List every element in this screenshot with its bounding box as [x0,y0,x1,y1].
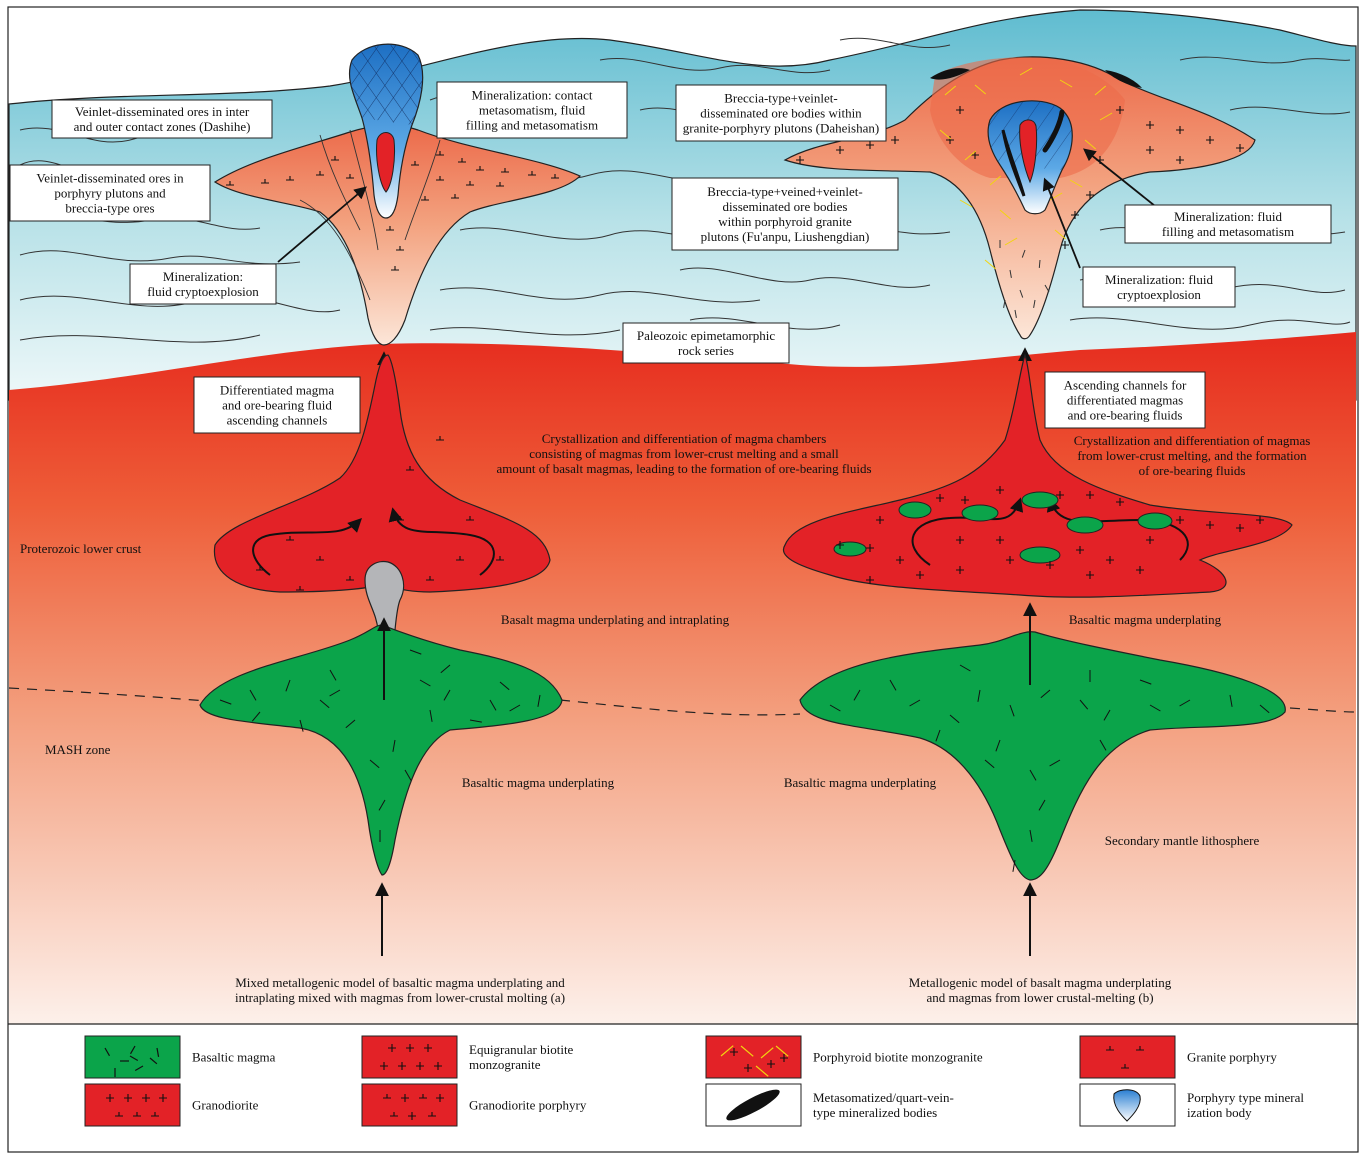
basaltic-underplating-a-label: Basaltic magma underplating [462,775,615,790]
legend-label-metasomatized: Metasomatized/quart-vein-type mineralize… [813,1090,954,1120]
crystallization-a-label: Crystallization and differentiation of m… [496,431,871,476]
legend-label-granodiorite_porphyry: Granodiorite porphyry [469,1098,587,1113]
secondary-mantle-label: Secondary mantle lithosphere [1105,833,1260,848]
model-a-caption: Mixed metallogenic model of basaltic mag… [235,975,565,1005]
mineralization-cryptoexplosion-a-label: Mineralization:fluid cryptoexplosion [147,269,259,299]
proterozoic-label: Proterozoic lower crust [20,541,142,556]
breccia-fuanpu-label: Breccia-type+veined+veinlet-disseminated… [701,184,870,244]
legend-swatch-porphyroid [706,1036,801,1078]
basaltic-underplating-b-top-label: Basaltic magma underplating [1069,612,1222,627]
legend-swatch-granodiorite_porphyry [362,1084,457,1126]
basaltic-underplating-b-label: Basaltic magma underplating [784,775,937,790]
legend-label-porphyroid: Porphyroid biotite monzogranite [813,1050,983,1065]
legend-metasomatized: Metasomatized/quart-vein-type mineralize… [706,1084,954,1126]
legend-label-granodiorite: Granodiorite [192,1098,259,1113]
legend-swatch-granite_porphyry [1080,1036,1175,1078]
legend-label-basaltic: Basaltic magma [192,1050,276,1065]
model-b-caption: Metallogenic model of basalt magma under… [909,975,1172,1005]
basalt-underplating-intraplating-label: Basalt magma underplating and intraplati… [501,612,730,627]
legend-label-granite_porphyry: Granite porphyry [1187,1050,1277,1065]
legend-swatch-equigranular [362,1036,457,1078]
mash-zone-label: MASH zone [45,742,111,757]
legend-swatch-granodiorite [85,1084,180,1126]
